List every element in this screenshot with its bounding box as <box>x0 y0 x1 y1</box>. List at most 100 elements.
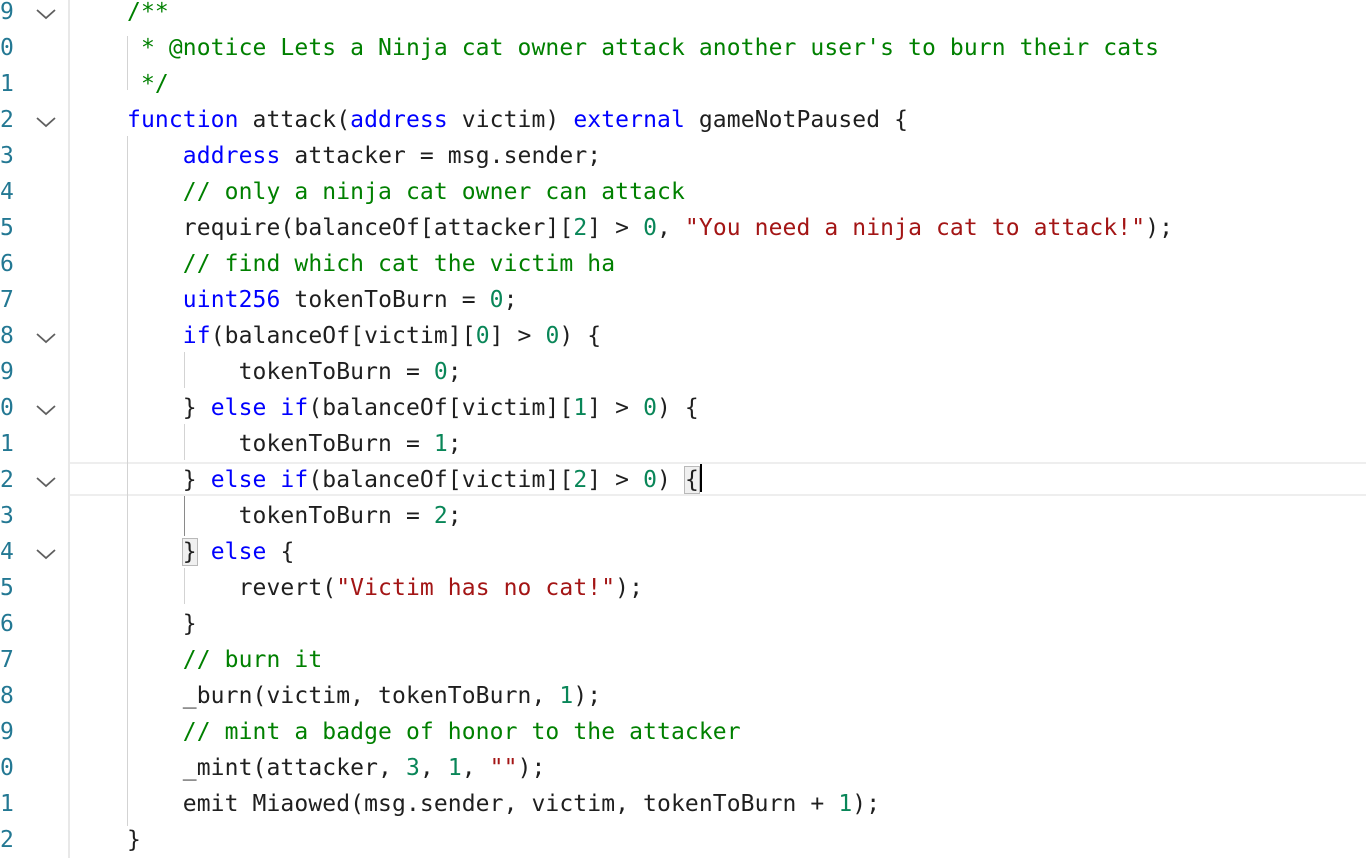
code-text[interactable]: tokenToBurn = 2; <box>127 498 462 534</box>
code-token: ); <box>517 755 546 781</box>
code-line[interactable]: 3 tokenToBurn = 2; <box>0 498 1366 534</box>
code-line[interactable]: 0 _mint(attacker, 3, 1, ""); <box>0 750 1366 786</box>
code-token: revert( <box>127 575 337 601</box>
code-token: ] > <box>489 323 546 349</box>
code-token: require(balanceOf[attacker][ <box>127 215 574 241</box>
code-token: */ <box>127 71 169 97</box>
fold-chevron-icon[interactable] <box>34 110 58 130</box>
code-text[interactable]: // find which cat the victim ha <box>127 246 615 282</box>
code-line[interactable]: 3 address attacker = msg.sender; <box>0 138 1366 174</box>
code-token <box>127 143 183 169</box>
code-token: } <box>127 827 141 853</box>
code-line[interactable]: 7 uint256 tokenToBurn = 0; <box>0 282 1366 318</box>
code-token: 0 <box>489 287 504 313</box>
code-line[interactable]: 4 // only a ninja cat owner can attack <box>0 174 1366 210</box>
line-number: 6 <box>0 251 14 277</box>
code-token: 0 <box>643 215 658 241</box>
code-text[interactable]: _burn(victim, tokenToBurn, 1); <box>127 678 601 714</box>
code-text[interactable]: } else if(balanceOf[victim][2] > 0) { <box>127 462 702 498</box>
code-token <box>127 323 183 349</box>
code-text[interactable]: emit Miaowed(msg.sender, victim, tokenTo… <box>127 786 880 822</box>
code-text[interactable]: tokenToBurn = 0; <box>127 354 462 390</box>
line-number: 4 <box>0 539 14 565</box>
code-text[interactable]: function attack(address victim) external… <box>127 102 908 138</box>
fold-chevron-icon[interactable] <box>34 326 58 346</box>
text-cursor <box>699 464 702 492</box>
code-token: } <box>181 538 198 566</box>
code-text[interactable]: uint256 tokenToBurn = 0; <box>127 282 518 318</box>
code-token: address <box>350 107 448 133</box>
line-number: 9 <box>0 359 14 385</box>
code-token: ); <box>615 575 644 601</box>
code-line[interactable]: 4 } else { <box>0 534 1366 570</box>
code-line[interactable]: 8 _burn(victim, tokenToBurn, 1); <box>0 678 1366 714</box>
fold-chevron-icon[interactable] <box>34 398 58 418</box>
code-token: gameNotPaused { <box>684 107 909 133</box>
code-line[interactable]: 1 */ <box>0 66 1366 102</box>
code-token: tokenToBurn = <box>127 359 434 385</box>
code-text[interactable]: // mint a badge of honor to the attacker <box>127 714 741 750</box>
indent-guide <box>184 424 185 460</box>
code-token: victim) <box>447 107 574 133</box>
code-text[interactable]: } else { <box>127 534 294 570</box>
code-text[interactable]: address attacker = msg.sender; <box>127 138 601 174</box>
code-token: 1 <box>433 431 448 457</box>
code-token: external <box>573 107 685 133</box>
code-line[interactable]: 1 emit Miaowed(msg.sender, victim, token… <box>0 786 1366 822</box>
code-token: // mint a badge of honor to the attacker <box>182 719 741 745</box>
code-text[interactable]: /** <box>127 0 169 30</box>
code-text[interactable]: require(balanceOf[attacker][2] > 0, "You… <box>127 210 1173 246</box>
code-token <box>127 287 183 313</box>
code-line[interactable]: 2 } else if(balanceOf[victim][2] > 0) { <box>0 462 1366 498</box>
code-text[interactable]: } <box>127 822 141 858</box>
code-text[interactable]: tokenToBurn = 1; <box>127 426 462 462</box>
code-line[interactable]: 8 if(balanceOf[victim][0] > 0) { <box>0 318 1366 354</box>
code-line[interactable]: 6 } <box>0 606 1366 642</box>
code-token: attacker = msg.sender; <box>280 143 602 169</box>
code-line[interactable]: 1 tokenToBurn = 1; <box>0 426 1366 462</box>
code-token: "Victim has no cat!" <box>336 575 616 601</box>
line-number: 1 <box>0 791 14 817</box>
line-number: 6 <box>0 611 14 637</box>
code-token: } <box>127 467 211 493</box>
code-text[interactable]: revert("Victim has no cat!"); <box>127 570 643 606</box>
code-line[interactable]: 6 // find which cat the victim ha <box>0 246 1366 282</box>
code-line[interactable]: 9 // mint a badge of honor to the attack… <box>0 714 1366 750</box>
code-line[interactable]: 2} <box>0 822 1366 858</box>
code-line[interactable]: 5 revert("Victim has no cat!"); <box>0 570 1366 606</box>
code-token: 0 <box>643 395 658 421</box>
code-token: tokenToBurn = <box>127 503 434 529</box>
code-token: 3 <box>405 755 420 781</box>
fold-chevron-icon[interactable] <box>34 470 58 490</box>
line-number: 1 <box>0 431 14 457</box>
code-token <box>127 539 183 565</box>
code-text[interactable]: if(balanceOf[victim][0] > 0) { <box>127 318 601 354</box>
code-token: ); <box>573 683 602 709</box>
line-number: 3 <box>0 143 14 169</box>
code-text[interactable]: // only a ninja cat owner can attack <box>127 174 685 210</box>
code-token: ] > <box>587 467 644 493</box>
line-number: 9 <box>0 0 14 25</box>
code-line[interactable]: 5 require(balanceOf[attacker][2] > 0, "Y… <box>0 210 1366 246</box>
code-token: 2 <box>433 503 448 529</box>
fold-chevron-icon[interactable] <box>34 542 58 562</box>
code-text[interactable]: _mint(attacker, 3, 1, ""); <box>127 750 546 786</box>
line-number: 4 <box>0 179 14 205</box>
code-line[interactable]: 9 /** <box>0 0 1366 30</box>
fold-chevron-icon[interactable] <box>34 2 58 22</box>
code-text[interactable]: } <box>127 606 197 642</box>
code-token: } <box>127 611 197 637</box>
code-line[interactable]: 0 } else if(balanceOf[victim][1] > 0) { <box>0 390 1366 426</box>
code-line[interactable]: 7 // burn it <box>0 642 1366 678</box>
code-token: (balanceOf[victim][ <box>210 323 476 349</box>
code-token: 0 <box>643 467 658 493</box>
code-text[interactable]: // burn it <box>127 642 322 678</box>
code-text[interactable]: */ <box>127 66 169 102</box>
code-text[interactable]: * @notice Lets a Ninja cat owner attack … <box>127 30 1159 66</box>
code-text[interactable]: } else if(balanceOf[victim][1] > 0) { <box>127 390 699 426</box>
code-token: ] > <box>587 395 644 421</box>
code-line[interactable]: 9 tokenToBurn = 0; <box>0 354 1366 390</box>
code-line[interactable]: 0 * @notice Lets a Ninja cat owner attac… <box>0 30 1366 66</box>
